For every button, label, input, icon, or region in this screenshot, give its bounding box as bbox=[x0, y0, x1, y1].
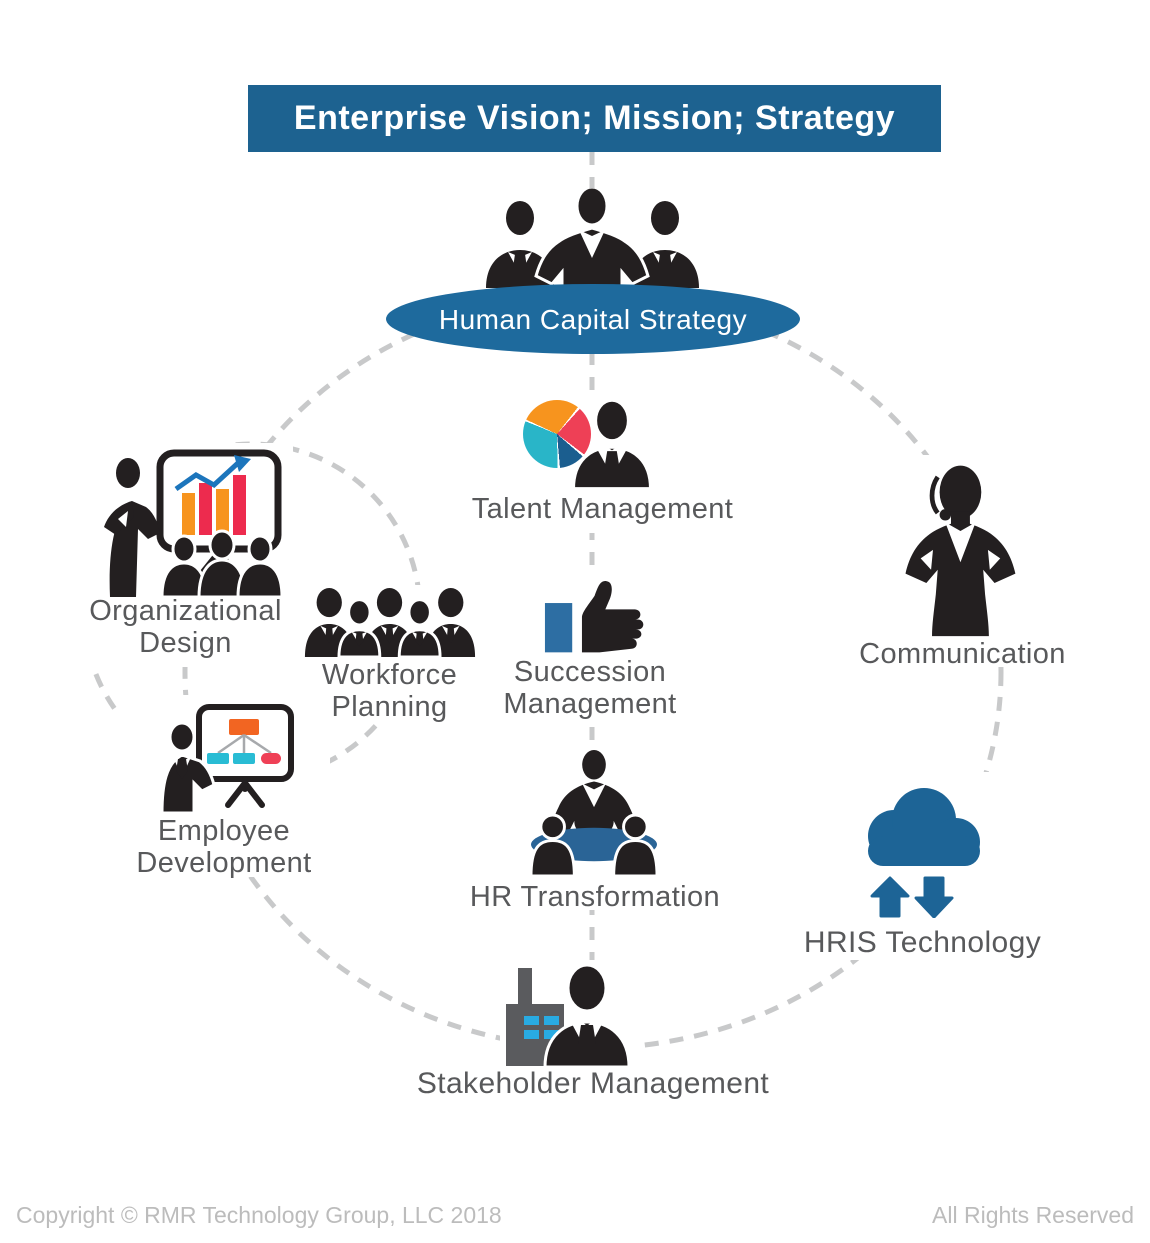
human-capital-strategy-hub: Human Capital Strategy bbox=[386, 284, 800, 354]
node-organizational-design: Organizational Design bbox=[78, 443, 293, 667]
organizational-design-label: Organizational Design bbox=[89, 595, 282, 659]
presenter-bar-chart-icon bbox=[104, 449, 284, 597]
rights-reserved-text: All Rights Reserved bbox=[932, 1202, 1134, 1228]
leadership-team-icon bbox=[450, 188, 735, 288]
presenter-org-chart-icon bbox=[160, 704, 294, 813]
node-workforce-planning: Workforce Planning bbox=[302, 585, 477, 723]
stakeholder-icon-box bbox=[500, 960, 642, 1068]
employee-development-label: Employee Development bbox=[136, 815, 312, 879]
node-employee-development: Employee Development bbox=[118, 695, 330, 879]
meeting-table-icon bbox=[529, 750, 659, 876]
enterprise-vision-banner: Enterprise Vision; Mission; Strategy bbox=[248, 85, 941, 152]
thumbs-up-icon bbox=[544, 581, 644, 653]
node-hr-transformation: HR Transformation bbox=[455, 748, 735, 913]
cloud-sync-icon bbox=[868, 788, 980, 918]
node-succession-management: Succession Management bbox=[500, 568, 680, 720]
business-team-icon bbox=[304, 587, 476, 657]
workforce-planning-label: Workforce Planning bbox=[321, 659, 458, 723]
node-communication: Communication bbox=[845, 455, 1080, 670]
stakeholder-label-box: Stakeholder Management bbox=[402, 1066, 784, 1106]
radio-businessman-icon bbox=[506, 963, 631, 1067]
copyright-text: Copyright © RMR Technology Group, LLC 20… bbox=[16, 1202, 502, 1228]
outer-cycle-dashed-ellipse bbox=[182, 293, 1004, 1051]
node-hris-technology: HRIS Technology bbox=[800, 772, 1045, 960]
stakeholder-management-label: Stakeholder Management bbox=[416, 1067, 770, 1100]
node-talent-management: Talent Management bbox=[460, 393, 745, 533]
headset-businesswoman-icon bbox=[905, 465, 1016, 637]
businessman-icon bbox=[572, 398, 652, 490]
communication-label: Communication bbox=[859, 638, 1066, 670]
succession-management-label: Succession Management bbox=[503, 656, 677, 720]
hr-transformation-label: HR Transformation bbox=[469, 881, 721, 913]
hris-technology-label: HRIS Technology bbox=[803, 926, 1042, 959]
pie-chart-icon bbox=[523, 400, 591, 468]
talent-management-label: Talent Management bbox=[471, 493, 734, 525]
